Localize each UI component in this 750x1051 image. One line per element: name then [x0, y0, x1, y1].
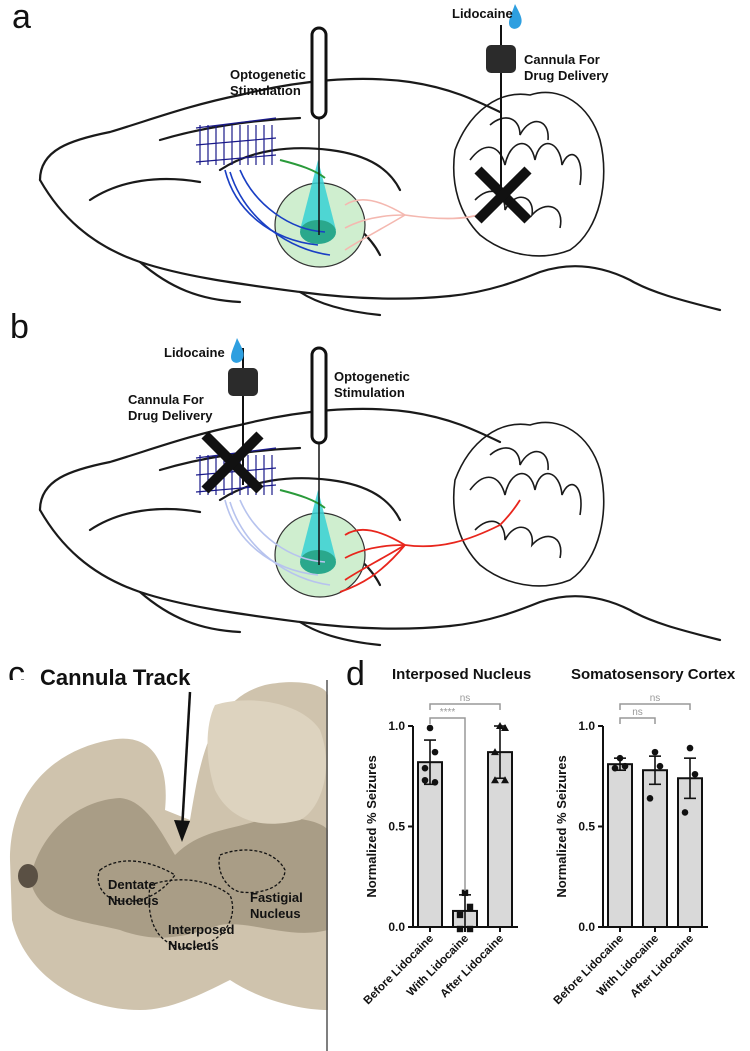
label-optogenetic-a-1: Optogenetic	[230, 67, 306, 82]
panel-b-brain-diagram	[38, 338, 722, 647]
thalamus-region	[274, 160, 366, 268]
inactivation-x-a	[474, 166, 532, 224]
data-point	[651, 748, 659, 756]
x-tick-label: After Lidocaine	[438, 933, 506, 1001]
lidocaine-drop-icon	[231, 338, 244, 363]
significance-label: ns	[632, 707, 643, 718]
label-fastigial-2: Nucleus	[250, 906, 301, 921]
label-lidocaine-a: Lidocaine	[452, 6, 513, 21]
data-point	[611, 764, 619, 772]
x-tick-label: After Lidocaine	[628, 933, 696, 1001]
panel-a-brain-diagram	[38, 4, 722, 317]
bar-2	[642, 769, 668, 928]
x-tick-label: With Lidocaine	[595, 933, 661, 999]
significance-bracket	[619, 703, 691, 710]
label-cannula-b-2: Drug Delivery	[128, 408, 213, 423]
data-point	[491, 748, 499, 756]
inactivation-x-b	[201, 431, 264, 494]
cerebellum-outline	[452, 421, 605, 587]
data-point	[491, 776, 499, 784]
data-point	[616, 754, 624, 762]
sagittal-brain-outline	[38, 407, 722, 647]
panel-letter-a: a	[12, 0, 31, 36]
significance-label: ns	[460, 693, 471, 704]
label-cannula-a-1: Cannula For	[524, 52, 600, 67]
data-point	[461, 889, 469, 897]
significance-label: ****	[440, 707, 456, 718]
label-lidocaine-b: Lidocaine	[164, 345, 225, 360]
chart-title-somatosensory: Somatosensory Cortex	[571, 666, 736, 683]
optogenetic-fiber-b	[310, 346, 328, 565]
label-optogenetic-b-1: Optogenetic	[334, 369, 410, 384]
bar-1	[417, 761, 443, 929]
panel-letter-d: d	[346, 655, 365, 693]
label-cannula-b-1: Cannula For	[128, 392, 204, 407]
data-point	[466, 925, 474, 933]
data-point	[431, 778, 439, 786]
label-dentate-2: Nucleus	[108, 893, 159, 908]
y-axis-label: Normalized % Seizures	[364, 755, 379, 897]
lidocaine-drop-icon	[509, 4, 522, 29]
data-point	[421, 764, 429, 772]
data-point	[501, 724, 509, 732]
data-point	[456, 925, 464, 933]
y-tick-label: 1.0	[388, 719, 405, 733]
data-point	[501, 776, 509, 784]
data-point	[466, 903, 474, 911]
label-cannula-a-2: Drug Delivery	[524, 68, 609, 83]
data-point	[496, 722, 504, 729]
cannula-track-title: Cannula Track	[40, 665, 191, 690]
histology-section-image	[0, 680, 330, 1051]
data-point	[431, 748, 439, 756]
y-axis-label: Normalized % Seizures	[554, 755, 569, 897]
data-point	[646, 795, 654, 802]
y-tick-label: 0.0	[578, 920, 595, 934]
y-tick-label: 0.0	[388, 920, 405, 934]
label-optogenetic-b-2: Stimulation	[334, 385, 405, 400]
bar-1	[607, 763, 633, 928]
data-point	[456, 911, 464, 919]
significance-bracket	[429, 703, 501, 710]
cortex-neurons	[195, 117, 277, 165]
data-point	[691, 770, 699, 778]
significance-bracket	[619, 717, 656, 724]
label-fastigial-1: Fastigial	[250, 890, 303, 905]
panel-letter-b: b	[10, 308, 29, 346]
cortico-thalamic-axon	[279, 489, 326, 509]
data-point	[686, 744, 694, 752]
data-point	[421, 776, 429, 784]
y-tick-label: 0.5	[388, 820, 405, 834]
data-point	[681, 809, 689, 816]
label-dentate-1: Dentate	[108, 877, 156, 892]
cortical-projections	[224, 499, 331, 586]
significance-bracket	[429, 717, 466, 891]
cannula-a	[486, 25, 516, 190]
y-tick-label: 0.5	[578, 820, 595, 834]
chart-title-interposed: Interposed Nucleus	[392, 666, 532, 683]
label-optogenetic-a-2: Stimulation	[230, 83, 301, 98]
label-interposed-2: Nucleus	[168, 938, 219, 953]
y-tick-label: 1.0	[578, 719, 595, 733]
data-point	[656, 762, 664, 770]
cerebellar-projections	[344, 199, 486, 251]
significance-label: ns	[650, 693, 661, 704]
cerebellar-projections	[339, 499, 521, 593]
bar-3	[677, 777, 703, 929]
sagittal-brain-outline	[38, 77, 722, 317]
data-point	[621, 762, 629, 770]
thalamus-region	[274, 490, 366, 598]
cortico-thalamic-axon	[279, 159, 326, 179]
label-interposed-1: Interposed	[168, 922, 235, 937]
optogenetic-fiber-a	[310, 26, 328, 235]
data-point	[426, 724, 434, 732]
x-tick-label: With Lidocaine	[405, 933, 471, 999]
cannula-track-arrow	[174, 691, 192, 842]
cortical-projections	[224, 169, 331, 256]
